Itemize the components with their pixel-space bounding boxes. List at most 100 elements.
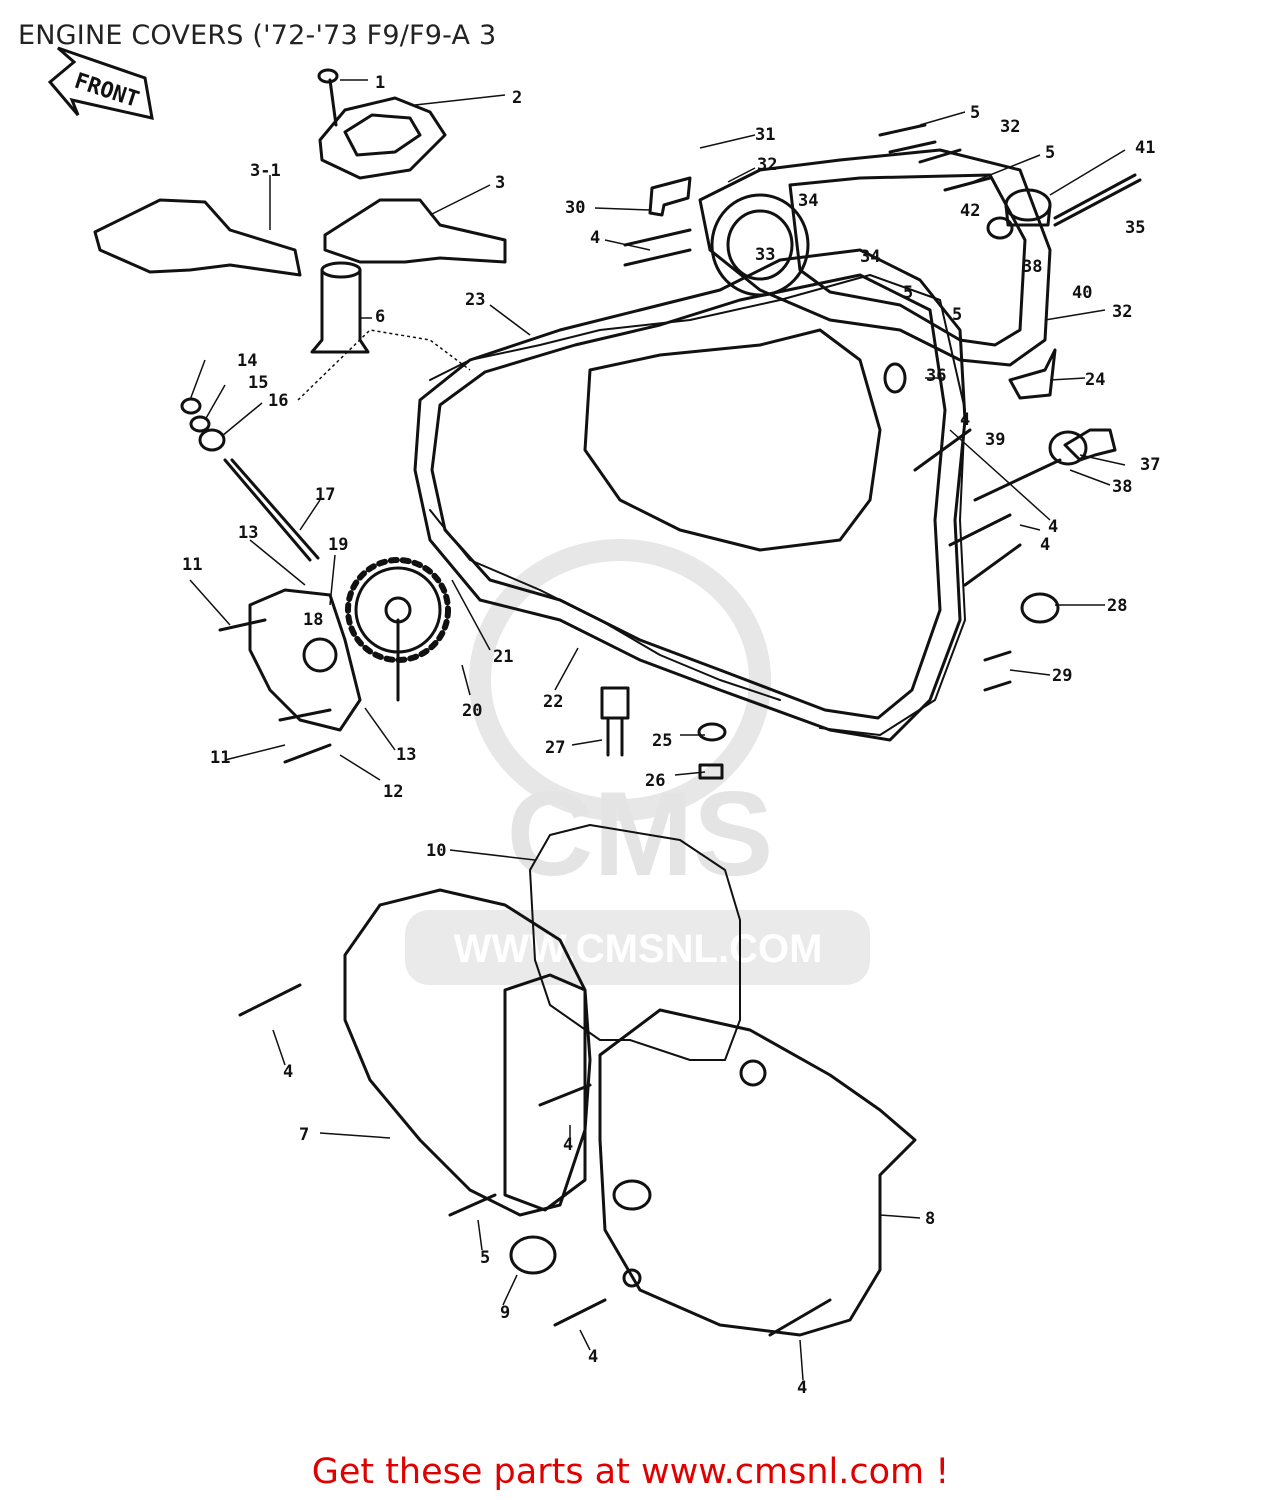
callout-label: 5 [1045,143,1055,163]
part-screw-11c [283,743,332,764]
callout-label: 12 [383,782,403,802]
part-seal-28 [1020,592,1060,624]
watermark-url: WWW.CMSNL.COM [454,927,823,971]
callout-label: 33 [755,245,775,265]
part-pump-12 [248,588,362,732]
callout-label: 34 [860,247,880,267]
callout-label: 4 [563,1135,573,1155]
shop-link[interactable]: Get these parts at www.cmsnl.com ! [311,1452,950,1492]
part-screw-1 [328,78,338,127]
callout-label: 13 [396,745,416,765]
callout-label: 20 [462,701,482,721]
part-screw-4h [553,1298,607,1327]
callout-label: 18 [303,610,323,630]
callout-label: 4 [797,1378,807,1398]
part-cover-3 [323,198,507,264]
front-arrow-tag: FRONT [47,46,154,120]
part-screw-4f [238,983,302,1017]
part-screw-4g [538,1083,592,1107]
callout-label: 16 [268,391,288,411]
callout-label: 11 [182,555,202,575]
part-screw-5a [878,123,927,137]
callout-label: 35 [1125,218,1145,238]
callout-label: 6 [375,307,385,327]
part-crankcase-cover [413,248,967,742]
callout-label: 27 [545,738,565,758]
part-gasket-10 [529,824,741,1061]
part-spring-15 [189,415,211,433]
part-screw-35 [1053,178,1142,227]
callout-label: 4 [960,410,970,430]
part-screw-11b [278,708,332,722]
callout-label: 39 [985,430,1005,450]
part-bracket-24 [1008,348,1057,400]
callout-label: 24 [1085,370,1105,390]
callout-label: 5 [903,283,913,303]
part-screw-4d [623,228,692,247]
part-screw-29b [983,680,1012,692]
part-screw-4c [913,428,972,472]
callout-label: 17 [315,485,335,505]
part-seal-33 [710,193,810,297]
part-plug-41 [1004,188,1052,227]
callout-label: 31 [755,125,775,145]
callout-label: 32 [757,155,777,175]
callout-label: 2 [512,88,522,108]
part-screw-4b [963,543,1022,587]
part-cap-14 [180,397,202,415]
callout-label: 21 [493,647,513,667]
callout-label: 34 [798,191,818,211]
part-tube-6 [310,268,370,354]
callout-label: 15 [248,373,268,393]
callout-label: 40 [1072,283,1092,303]
callout-label: 22 [543,692,563,712]
callout-label: 41 [1135,138,1155,158]
callout-label: 4 [283,1062,293,1082]
callout-label: 4 [588,1347,598,1367]
callout-label: 37 [1140,455,1160,475]
callout-label: 13 [238,523,258,543]
part-screw-4i [768,1298,832,1337]
part-bolt-36 [883,362,907,394]
part-rod-17 [223,458,312,562]
callout-label: 30 [565,198,585,218]
part-screw-32 [918,148,962,164]
callout-label: 3-1 [250,161,281,181]
part-plate-2 [318,96,447,180]
callout-label: 4 [590,228,600,248]
callout-label: 26 [645,771,665,791]
callout-label: 29 [1052,666,1072,686]
part-cap-9 [509,1235,557,1275]
callout-label: 8 [925,1209,935,1229]
watermark-logo: CMS WWW.CMSNL.COM [405,539,870,985]
part-bracket-30 [648,176,692,217]
callout-label: 25 [652,731,672,751]
callout-label: 38 [1112,477,1132,497]
page-title: ENGINE COVERS ('72-'73 F9/F9-A 3 [18,20,497,51]
part-gasket-22 [429,509,781,701]
part-screw-4e [623,248,692,267]
callout-label: 42 [960,201,980,221]
part-screw-29a [983,650,1012,662]
callout-label: 28 [1107,596,1127,616]
part-screw-5b [888,140,937,154]
part-bolt-27 [600,686,630,757]
part-washer-25 [697,722,727,742]
part-gasket-23 [429,274,966,736]
callout-label: 11 [210,748,230,768]
callout-label: 38 [1022,257,1042,277]
part-cover-3-1 [93,198,302,277]
callout-label: 23 [465,290,485,310]
callout-label: 36 [926,366,946,386]
callout-label: 5 [970,103,980,123]
part-cover-8 [598,1008,917,1337]
callout-label: 19 [328,535,348,555]
callout-label: 5 [952,305,962,325]
part-screw-11a [218,618,267,632]
part-seal-16 [198,428,226,452]
callout-label: 32 [1112,302,1132,322]
part-screw-4a [948,513,1012,547]
part-screw-5d [448,1193,497,1217]
part-dipstick-37 [973,458,1062,502]
